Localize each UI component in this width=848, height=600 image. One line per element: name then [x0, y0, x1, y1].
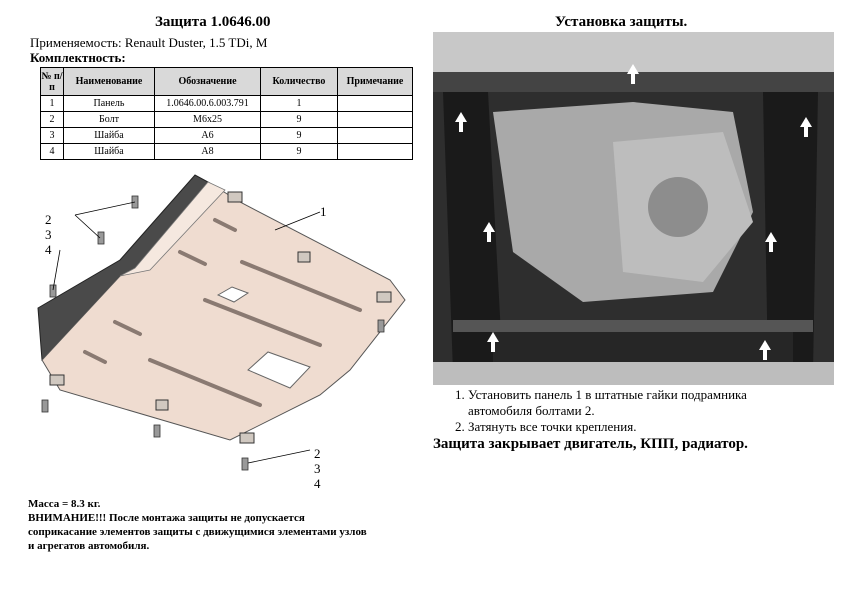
panel-hole-small — [216, 286, 250, 303]
table-cell — [337, 143, 413, 160]
install-step-1-line-a: Установить панель 1 в штатные гайки подр… — [468, 387, 747, 402]
mounting-nuts — [49, 191, 392, 444]
table-cell: Шайба — [63, 143, 155, 160]
underbody-photo-illustration — [433, 32, 834, 385]
table-header-row: № п/п Наименование Обозначение Количеств… — [40, 67, 413, 96]
table-row: 1 Панель 1.0646.00.6.003.791 1 — [40, 95, 413, 112]
callout-left-4: 4 — [45, 242, 52, 257]
table-cell: Шайба — [63, 127, 155, 144]
col-header-number: № п/п — [40, 67, 64, 96]
panel-body — [41, 181, 406, 441]
table-row: 2 Болт М6х25 9 — [40, 111, 413, 128]
table-cell: 3 — [40, 127, 64, 144]
install-step-1-line-b: автомобиля болтами 2. — [468, 403, 595, 418]
install-title: Установка защиты. — [555, 14, 688, 30]
installation-photo — [433, 32, 834, 385]
panel-ribs — [83, 218, 362, 407]
kit-label: Комплектность: — [30, 50, 126, 65]
footer-notes: Масса = 8.3 кг. ВНИМАНИЕ!!! После монтаж… — [28, 497, 367, 553]
col-header-quantity: Количество — [260, 67, 338, 96]
specification-table: № п/п Наименование Обозначение Количеств… — [40, 67, 413, 160]
callout-bottom-3: 3 — [314, 461, 321, 476]
table-cell: Болт — [63, 111, 155, 128]
table-cell: А8 — [154, 143, 261, 160]
install-steps: Установить панель 1 в штатные гайки подр… — [448, 387, 838, 435]
table-cell: 4 — [40, 143, 64, 160]
table-cell: 1 — [260, 95, 338, 112]
table-cell — [337, 111, 413, 128]
warning-line-3: и агрегатов автомобиля. — [28, 540, 150, 552]
table-cell: М6х25 — [154, 111, 261, 128]
warning-line-1: ВНИМАНИЕ!!! После монтажа защиты не допу… — [28, 512, 305, 524]
table-cell: 1 — [40, 95, 64, 112]
panel-top-face — [119, 181, 226, 277]
col-header-note: Примечание — [337, 67, 413, 96]
coverage-summary: Защита закрывает двигатель, КПП, радиато… — [433, 436, 748, 452]
callout-left-2: 2 — [45, 212, 52, 227]
table-cell — [337, 127, 413, 144]
skid-plate-drawing — [37, 174, 406, 471]
table-row: 4 Шайба А8 9 — [40, 143, 413, 160]
panel-hole-large — [247, 351, 311, 389]
mass-text: Масса = 8.3 кг. — [28, 498, 101, 510]
table-cell: 9 — [260, 143, 338, 160]
applicability-line: Применяемость: Renault Duster, 1.5 TDi, … — [30, 35, 268, 50]
table-cell: 1.0646.00.6.003.791 — [154, 95, 261, 112]
callout-bottom-4: 4 — [314, 476, 321, 491]
table-cell: А6 — [154, 127, 261, 144]
warning-line-2: соприкасание элементов защиты с движущим… — [28, 526, 367, 538]
install-step-2: Затянуть все точки крепления. — [468, 419, 838, 435]
mount-point-arrows — [455, 64, 812, 360]
document-title: Защита 1.0646.00 — [155, 14, 271, 30]
table-cell: 2 — [40, 111, 64, 128]
install-step-1: Установить панель 1 в штатные гайки подр… — [468, 387, 838, 419]
callout-left-3: 3 — [45, 227, 52, 242]
table-cell — [337, 95, 413, 112]
table-cell: Панель — [63, 95, 155, 112]
table-cell: 9 — [260, 111, 338, 128]
col-header-name: Наименование — [63, 67, 155, 96]
col-header-designation: Обозначение — [154, 67, 261, 96]
callout-bottom-2: 2 — [314, 446, 321, 461]
callout-leaders — [52, 201, 321, 464]
table-row: 3 Шайба А6 9 — [40, 127, 413, 144]
table-cell: 9 — [260, 127, 338, 144]
callout-panel-1: 1 — [320, 204, 327, 219]
